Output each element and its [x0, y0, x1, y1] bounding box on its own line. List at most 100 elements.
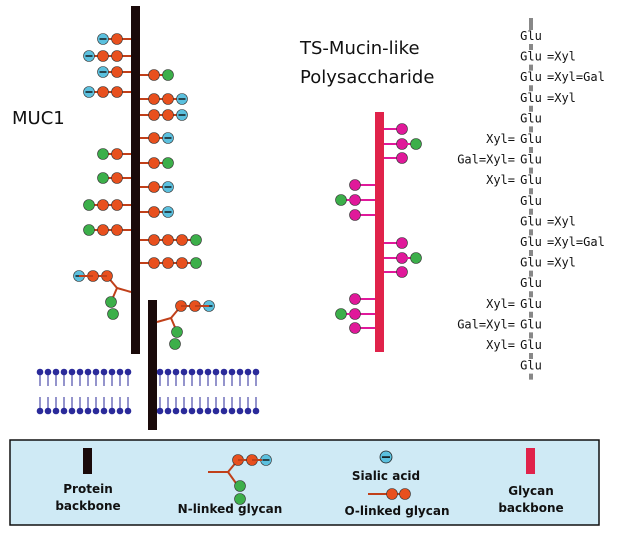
sialic-acid-icon: [176, 93, 188, 105]
lipid-head: [164, 407, 172, 415]
legend-n-sugar: [234, 493, 246, 505]
lipid-head: [188, 407, 196, 415]
lipid-head: [36, 368, 44, 376]
o-linked-sugar: [97, 148, 109, 160]
o-linked-sugar: [148, 157, 160, 169]
o-linked-sugar: [148, 257, 160, 269]
ts-sugar: [349, 322, 361, 334]
o-linked-sugar: [111, 50, 123, 62]
lipid-head: [180, 407, 188, 415]
lipid-head: [244, 368, 252, 376]
ts-sugar: [349, 293, 361, 305]
lipid-head: [244, 407, 252, 415]
chain-branch-left: Xyl=: [486, 132, 515, 146]
lipid-head: [180, 368, 188, 376]
o-linked-sugar: [148, 109, 160, 121]
ts-sugar: [349, 179, 361, 191]
sialic-minus: [99, 38, 107, 40]
chain-branch-right: =Xyl=Gal: [547, 235, 605, 249]
o-linked-sugar: [190, 234, 202, 246]
lipid-head: [44, 407, 52, 415]
chain-residue: Glu: [520, 338, 542, 352]
chain-branch-left: Xyl=: [486, 338, 515, 352]
chain-residue: Glu: [520, 317, 542, 331]
chain-branch-right: =Xyl: [547, 91, 576, 105]
chain-branch-right: =Xyl: [547, 50, 576, 64]
lipid-head: [100, 368, 108, 376]
o-linked-sugar: [111, 33, 123, 45]
sialic-minus: [178, 98, 186, 100]
legend-box: [9, 439, 600, 526]
o-linked-sugar: [97, 199, 109, 211]
chain-branch-right: =Xyl=Gal: [547, 70, 605, 84]
chain-residue: Glu: [520, 256, 542, 270]
sialic-acid-icon: [83, 50, 95, 62]
legend: Protein backbone N-linked glycan Sialic …: [9, 439, 600, 526]
lipid-head: [52, 407, 60, 415]
o-linked-sugar: [190, 257, 202, 269]
n-linked-sugar: [105, 296, 117, 308]
sialic-acid-icon: [162, 206, 174, 218]
o-linked-sugar: [176, 234, 188, 246]
sialic-acid-icon: [83, 86, 95, 98]
sialic-acid-icon: [162, 181, 174, 193]
lipid-head: [236, 368, 244, 376]
lipid-head: [172, 407, 180, 415]
ts-sugar: [396, 152, 408, 164]
sialic-acid-icon: [176, 109, 188, 121]
o-linked-sugar: [97, 86, 109, 98]
o-linked-sugar: [111, 86, 123, 98]
lipid-head: [196, 407, 204, 415]
chain-residue: Glu: [520, 214, 542, 228]
legend-o-sugar: [386, 488, 398, 500]
chain-branch-right: =Xyl: [547, 256, 576, 270]
o-linked-sugar: [111, 199, 123, 211]
ts-title-line1: TS-Mucin-like: [299, 38, 420, 59]
lipid-head: [52, 368, 60, 376]
lipid-head: [76, 368, 84, 376]
lipid-head: [220, 407, 228, 415]
sialic-minus: [85, 55, 93, 57]
n-linked-sugar: [169, 338, 181, 350]
ts-glycans: [335, 123, 422, 334]
chain-residue: Glu: [520, 29, 542, 43]
lipid-head: [100, 407, 108, 415]
legend-protein-line2: backbone: [55, 499, 120, 513]
chain-residue: Glu: [520, 276, 542, 290]
o-linked-sugar: [148, 69, 160, 81]
lipid-head: [252, 407, 260, 415]
lipid-head: [188, 368, 196, 376]
o-linked-sugar: [148, 234, 160, 246]
legend-o-sugar: [399, 488, 411, 500]
lipid-head: [44, 368, 52, 376]
lipid-head: [196, 368, 204, 376]
ts-sugar: [410, 138, 422, 150]
chain-residue: Glu: [520, 235, 542, 249]
lipid-head: [124, 368, 132, 376]
lipid-head: [68, 407, 76, 415]
o-linked-sugar: [162, 109, 174, 121]
n-linked-sugar: [171, 326, 183, 338]
o-linked-sugar: [162, 93, 174, 105]
muc1-label: MUC1: [12, 108, 65, 129]
o-linked-sugar: [111, 148, 123, 160]
sialic-acid-icon: [97, 66, 109, 78]
chain-residue: Glu: [520, 359, 542, 373]
lipid-head: [116, 407, 124, 415]
ts-sugar: [335, 308, 347, 320]
chain-residue: Glu: [520, 70, 542, 84]
lipid-head: [212, 368, 220, 376]
o-linked-sugar: [162, 257, 174, 269]
lipid-head: [164, 368, 172, 376]
lipid-head: [156, 407, 164, 415]
sialic-acid-icon: [260, 454, 272, 466]
sialic-minus: [99, 71, 107, 73]
chain-residue: Glu: [520, 173, 542, 187]
n-linked-sugar: [107, 308, 119, 320]
legend-protein-line1: Protein: [63, 482, 113, 496]
chain-branch-left: Xyl=: [486, 173, 515, 187]
ts-sugar: [410, 252, 422, 264]
chain-residue: Glu: [520, 132, 542, 146]
legend-o-linked-swatch: [368, 488, 411, 500]
